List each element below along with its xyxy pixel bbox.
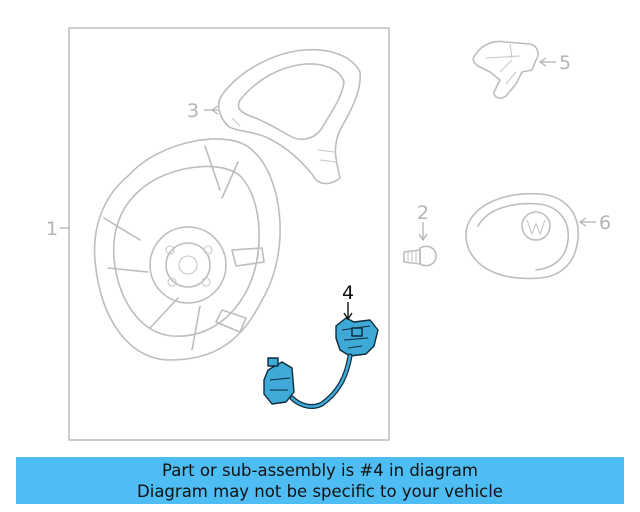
wiring-harness-drawing — [263, 317, 379, 409]
callout-6: 6 — [599, 212, 611, 234]
paddle-bracket-drawing — [472, 40, 539, 99]
callout-4: 4 — [342, 282, 354, 304]
parts-diagram: 1 2 3 4 5 6 — [46, 27, 611, 441]
callout-5: 5 — [559, 52, 571, 74]
callout-1: 1 — [46, 218, 58, 240]
assembly-frame — [68, 27, 390, 441]
info-banner: Part or sub-assembly is #4 in diagram Di… — [16, 457, 624, 504]
callout-leaders — [60, 57, 596, 321]
callout-2: 2 — [417, 202, 429, 224]
banner-line-2: Diagram may not be specific to your vehi… — [137, 481, 503, 501]
callout-3: 3 — [187, 100, 199, 122]
steering-wheel-drawing — [93, 138, 281, 361]
wheel-cover-drawing — [217, 48, 361, 185]
banner-line-1: Part or sub-assembly is #4 in diagram — [162, 460, 478, 480]
airbag-drawing — [465, 192, 579, 280]
screw-drawing — [403, 245, 437, 267]
